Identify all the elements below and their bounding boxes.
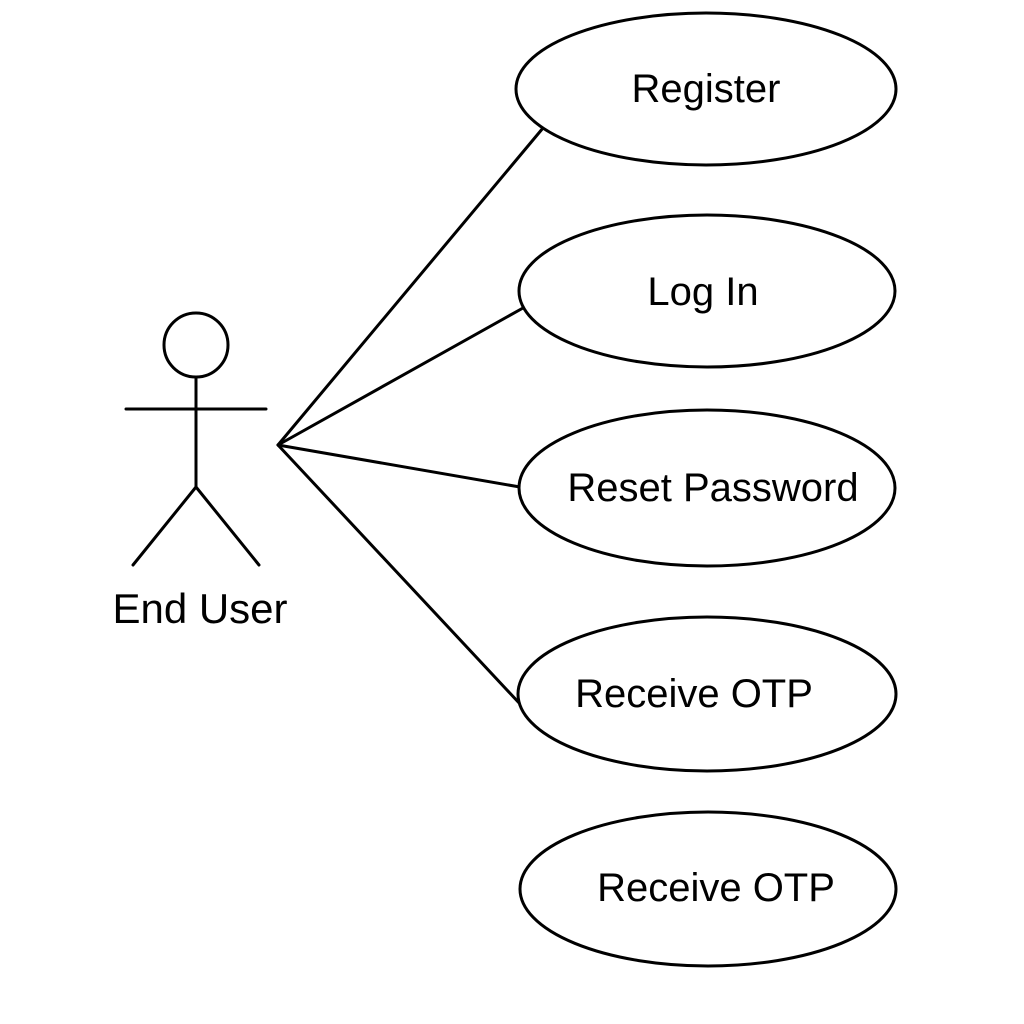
- use-case-receive-otp-2: Receive OTP: [518, 810, 898, 968]
- use-case-ellipse: [516, 615, 898, 773]
- actor-end-user: End User: [112, 311, 288, 632]
- association-register: [276, 126, 545, 447]
- use-case-label: Receive OTP: [575, 672, 813, 716]
- use-case-label: Register: [632, 67, 781, 111]
- actor-left-leg: [131, 485, 198, 567]
- use-case-ellipse: [517, 408, 897, 568]
- association-log-in: [276, 306, 525, 447]
- use-case-receive-otp-1: Receive OTP: [516, 615, 898, 773]
- use-case-reset-password: Reset Password: [517, 408, 897, 568]
- actor-right-leg: [194, 485, 261, 567]
- use-case-ellipse: [514, 11, 898, 167]
- actor-head: [162, 311, 230, 379]
- use-case-ellipse: [517, 213, 897, 369]
- use-case-label: Reset Password: [567, 466, 858, 510]
- association-reset-password: [276, 443, 522, 489]
- associations: [276, 126, 545, 707]
- use-case-label: Receive OTP: [597, 866, 835, 910]
- use-case-log-in: Log In: [517, 213, 897, 369]
- association-receive-otp: [276, 443, 523, 707]
- actor-label: End User: [112, 585, 287, 632]
- use-case-register: Register: [514, 11, 898, 167]
- stick-figure-icon: [124, 311, 268, 567]
- use-case-label: Log In: [647, 270, 758, 314]
- use-case-ellipse: [518, 810, 898, 968]
